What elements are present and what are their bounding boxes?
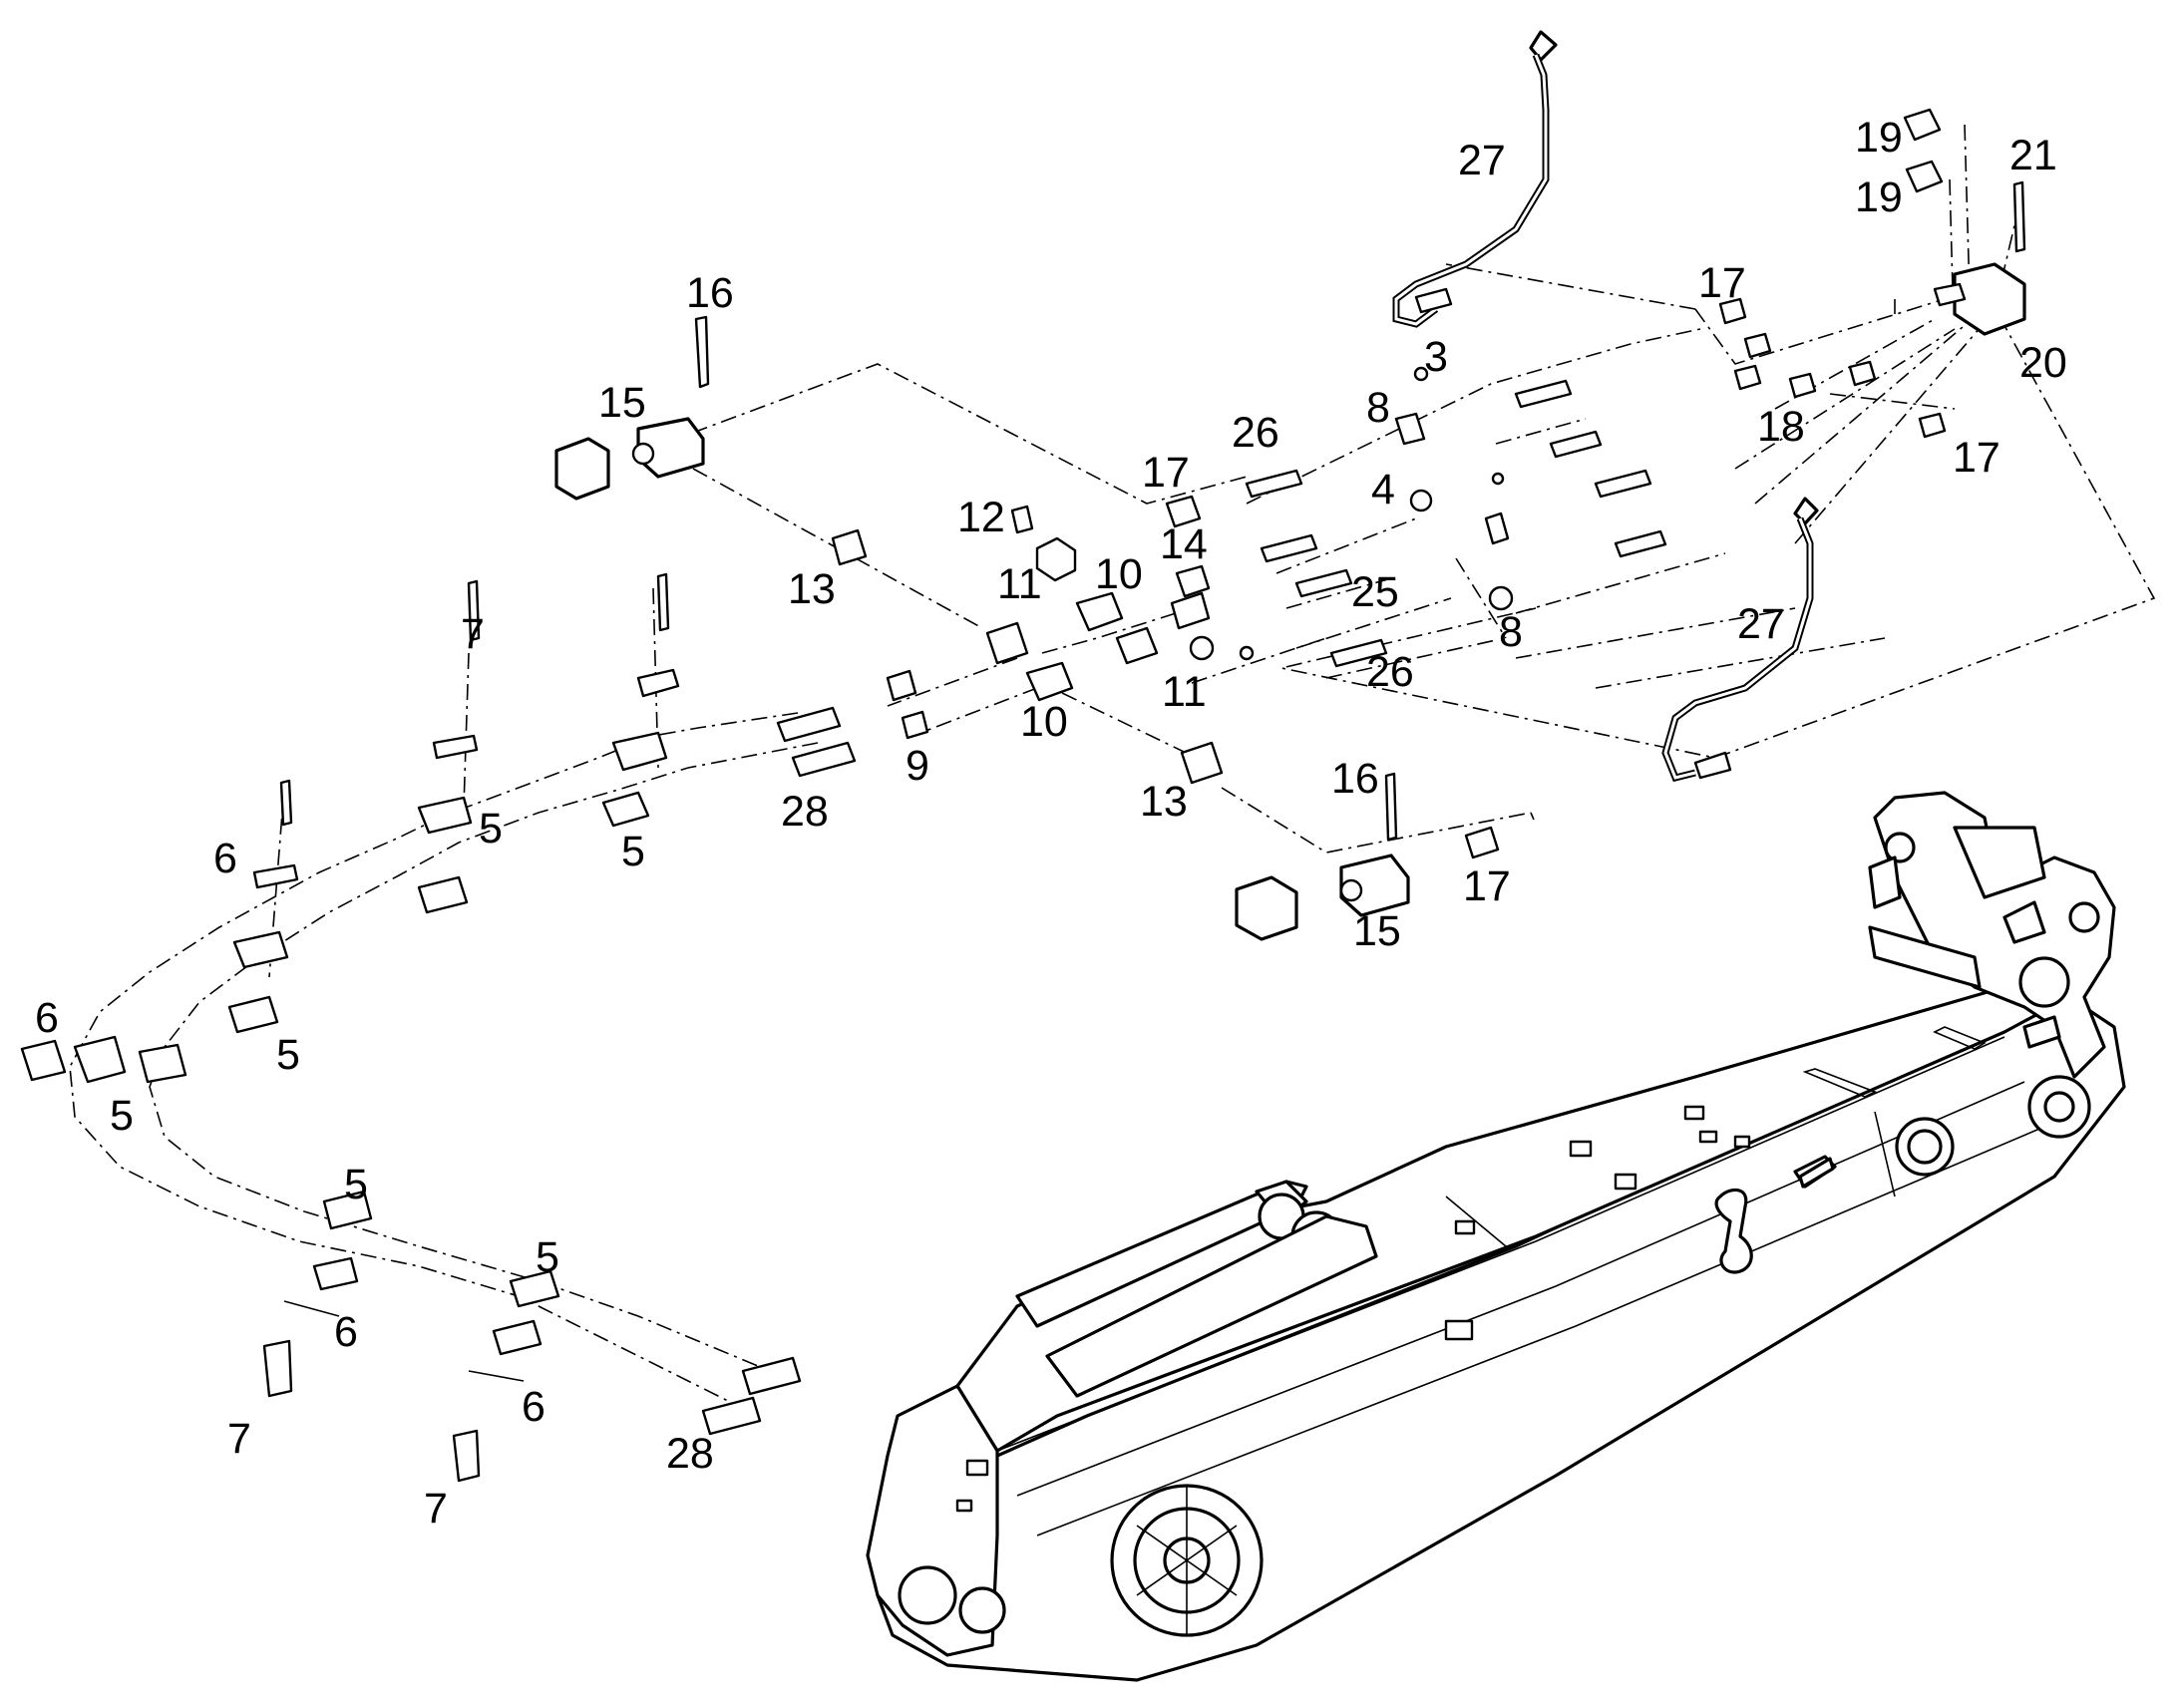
callout-5: 5 [110, 1092, 134, 1140]
callout-6: 6 [334, 1308, 358, 1356]
callout-17: 17 [1698, 259, 1746, 307]
callout-18: 18 [1757, 403, 1805, 451]
callout-13: 13 [788, 565, 836, 613]
callout-26: 26 [1366, 648, 1414, 696]
callout-16: 16 [1331, 755, 1379, 803]
boom-arm [866, 791, 2126, 1682]
callout-3: 3 [1424, 333, 1448, 381]
callout-7: 7 [227, 1415, 251, 1463]
callout-19: 19 [1855, 173, 1903, 221]
callout-7: 7 [424, 1485, 448, 1533]
callout-27: 27 [1737, 600, 1785, 648]
callout-11: 11 [997, 560, 1042, 608]
callout-28: 28 [666, 1430, 714, 1478]
callout-25: 25 [1351, 568, 1399, 616]
callout-5: 5 [621, 828, 645, 875]
callout-12: 12 [957, 494, 1005, 541]
callout-15: 15 [598, 379, 646, 427]
callout-6: 6 [35, 994, 59, 1042]
callout-5: 5 [276, 1031, 300, 1079]
callout-26: 26 [1232, 409, 1279, 457]
callout-8: 8 [1499, 608, 1523, 656]
hose-27-upper [1392, 30, 1558, 328]
callout-13: 13 [1140, 778, 1188, 826]
callout-4: 4 [1371, 466, 1395, 513]
callout-21: 21 [2009, 132, 2057, 179]
callout-11: 11 [1162, 668, 1207, 716]
callout-15: 15 [1353, 907, 1401, 955]
callout-27: 27 [1458, 137, 1506, 184]
callout-14: 14 [1160, 520, 1208, 568]
callout-7: 7 [461, 610, 485, 658]
callout-10: 10 [1095, 550, 1143, 598]
callout-28: 28 [781, 788, 829, 836]
callout-10: 10 [1020, 698, 1068, 746]
callout-6: 6 [522, 1383, 545, 1431]
callout-8: 8 [1366, 384, 1390, 432]
callout-17: 17 [1142, 449, 1190, 497]
hose-27-lower [1661, 497, 1819, 783]
parts [20, 108, 2026, 1483]
callouts: 3 4 5 5 5 5 5 5 6 6 6 6 7 7 7 8 8 9 10 1… [35, 114, 2067, 1533]
callout-5: 5 [536, 1233, 559, 1281]
callout-20: 20 [2019, 339, 2067, 387]
callout-9: 9 [906, 742, 929, 790]
callout-19: 19 [1855, 114, 1903, 162]
callout-5: 5 [344, 1161, 368, 1208]
callout-17: 17 [1953, 434, 2000, 482]
callout-5: 5 [479, 805, 503, 853]
callout-16: 16 [686, 269, 734, 317]
callout-17: 17 [1463, 862, 1511, 910]
callout-6: 6 [213, 835, 237, 882]
